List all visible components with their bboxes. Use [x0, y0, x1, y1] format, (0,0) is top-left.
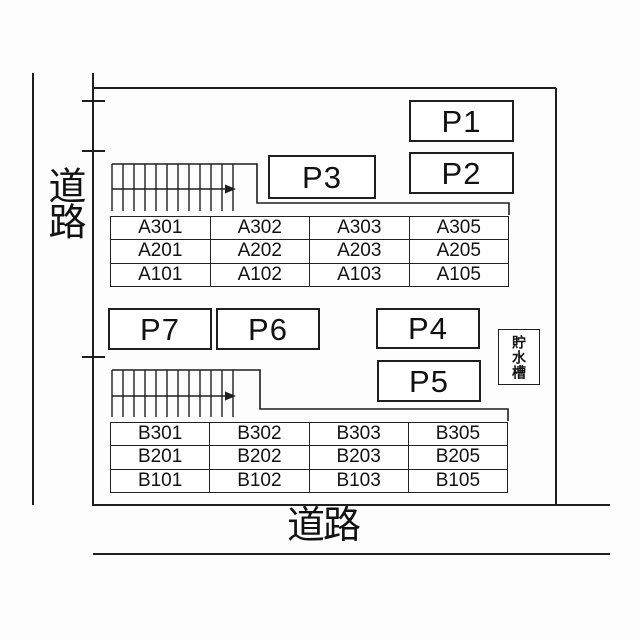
water-tank-box: 貯水槽 [498, 329, 540, 385]
building-a-floor2-row: A201 A202 A203 A205 [110, 239, 509, 264]
unit-b303: B303 [308, 421, 409, 447]
parking-space-p1-label: P1 [441, 103, 482, 139]
building-a-floor1-row: A101 A102 A103 A105 [110, 262, 509, 288]
unit-b105: B105 [407, 468, 509, 494]
parking-space-p5-label: P5 [409, 363, 449, 399]
stairs-a-hatch-icon [111, 164, 234, 211]
building-b-unit-table: B301 B302 B303 B305 B201 B202 B203 B205 … [109, 421, 509, 494]
unit-a103: A103 [309, 262, 410, 288]
unit-b101: B101 [109, 468, 211, 494]
unit-b301: B301 [109, 421, 211, 447]
parking-space-p1: P1 [409, 100, 514, 142]
unit-a301: A301 [110, 215, 211, 241]
building-a-outline [112, 163, 510, 215]
unit-a101: A101 [110, 262, 211, 288]
unit-b205: B205 [407, 445, 509, 470]
stairs-b-arrow-head-icon [225, 391, 236, 401]
building-b-floor2-row: B201 B202 B203 B205 [109, 445, 509, 470]
road-label-left: 道路 [42, 166, 84, 238]
parking-space-p6: P6 [216, 308, 320, 350]
unit-a201: A201 [110, 239, 211, 264]
parking-space-p5: P5 [377, 360, 481, 402]
unit-a205: A205 [408, 239, 509, 264]
road-label-bottom: 道路 [287, 505, 361, 547]
parking-space-p4: P4 [376, 308, 480, 349]
unit-a105: A105 [408, 262, 509, 288]
unit-b302: B302 [209, 421, 310, 447]
stairs-a-arrow-head-icon [225, 184, 236, 194]
unit-b103: B103 [308, 468, 409, 494]
parking-space-p7-label: P7 [140, 311, 180, 347]
water-tank-label: 貯水槽 [511, 334, 528, 380]
unit-b202: B202 [209, 445, 310, 470]
parking-space-p4-label: P4 [408, 311, 448, 346]
unit-a203: A203 [309, 239, 410, 264]
unit-a102: A102 [209, 262, 310, 288]
parking-space-p7: P7 [108, 308, 212, 350]
building-a-floor3-row: A301 A302 A303 A305 [110, 215, 509, 241]
parking-space-p3-label: P3 [302, 159, 342, 195]
unit-b201: B201 [109, 445, 211, 470]
unit-a303: A303 [309, 215, 410, 241]
building-b-floor3-row: B301 B302 B303 B305 [109, 421, 509, 447]
unit-b102: B102 [209, 468, 310, 494]
unit-a305: A305 [408, 215, 509, 241]
stairs-b-hatch-icon [111, 370, 234, 417]
parking-space-p3: P3 [268, 155, 376, 199]
parking-space-p2-label: P2 [441, 155, 482, 191]
parking-space-p6-label: P6 [248, 311, 288, 347]
unit-b203: B203 [308, 445, 409, 470]
unit-a202: A202 [209, 239, 310, 264]
building-a-unit-table: A301 A302 A303 A305 A201 A202 A203 A205 … [110, 215, 509, 288]
unit-b305: B305 [407, 421, 509, 447]
building-b-floor1-row: B101 B102 B103 B105 [109, 468, 509, 494]
parking-space-p2: P2 [409, 152, 514, 194]
unit-a302: A302 [209, 215, 310, 241]
